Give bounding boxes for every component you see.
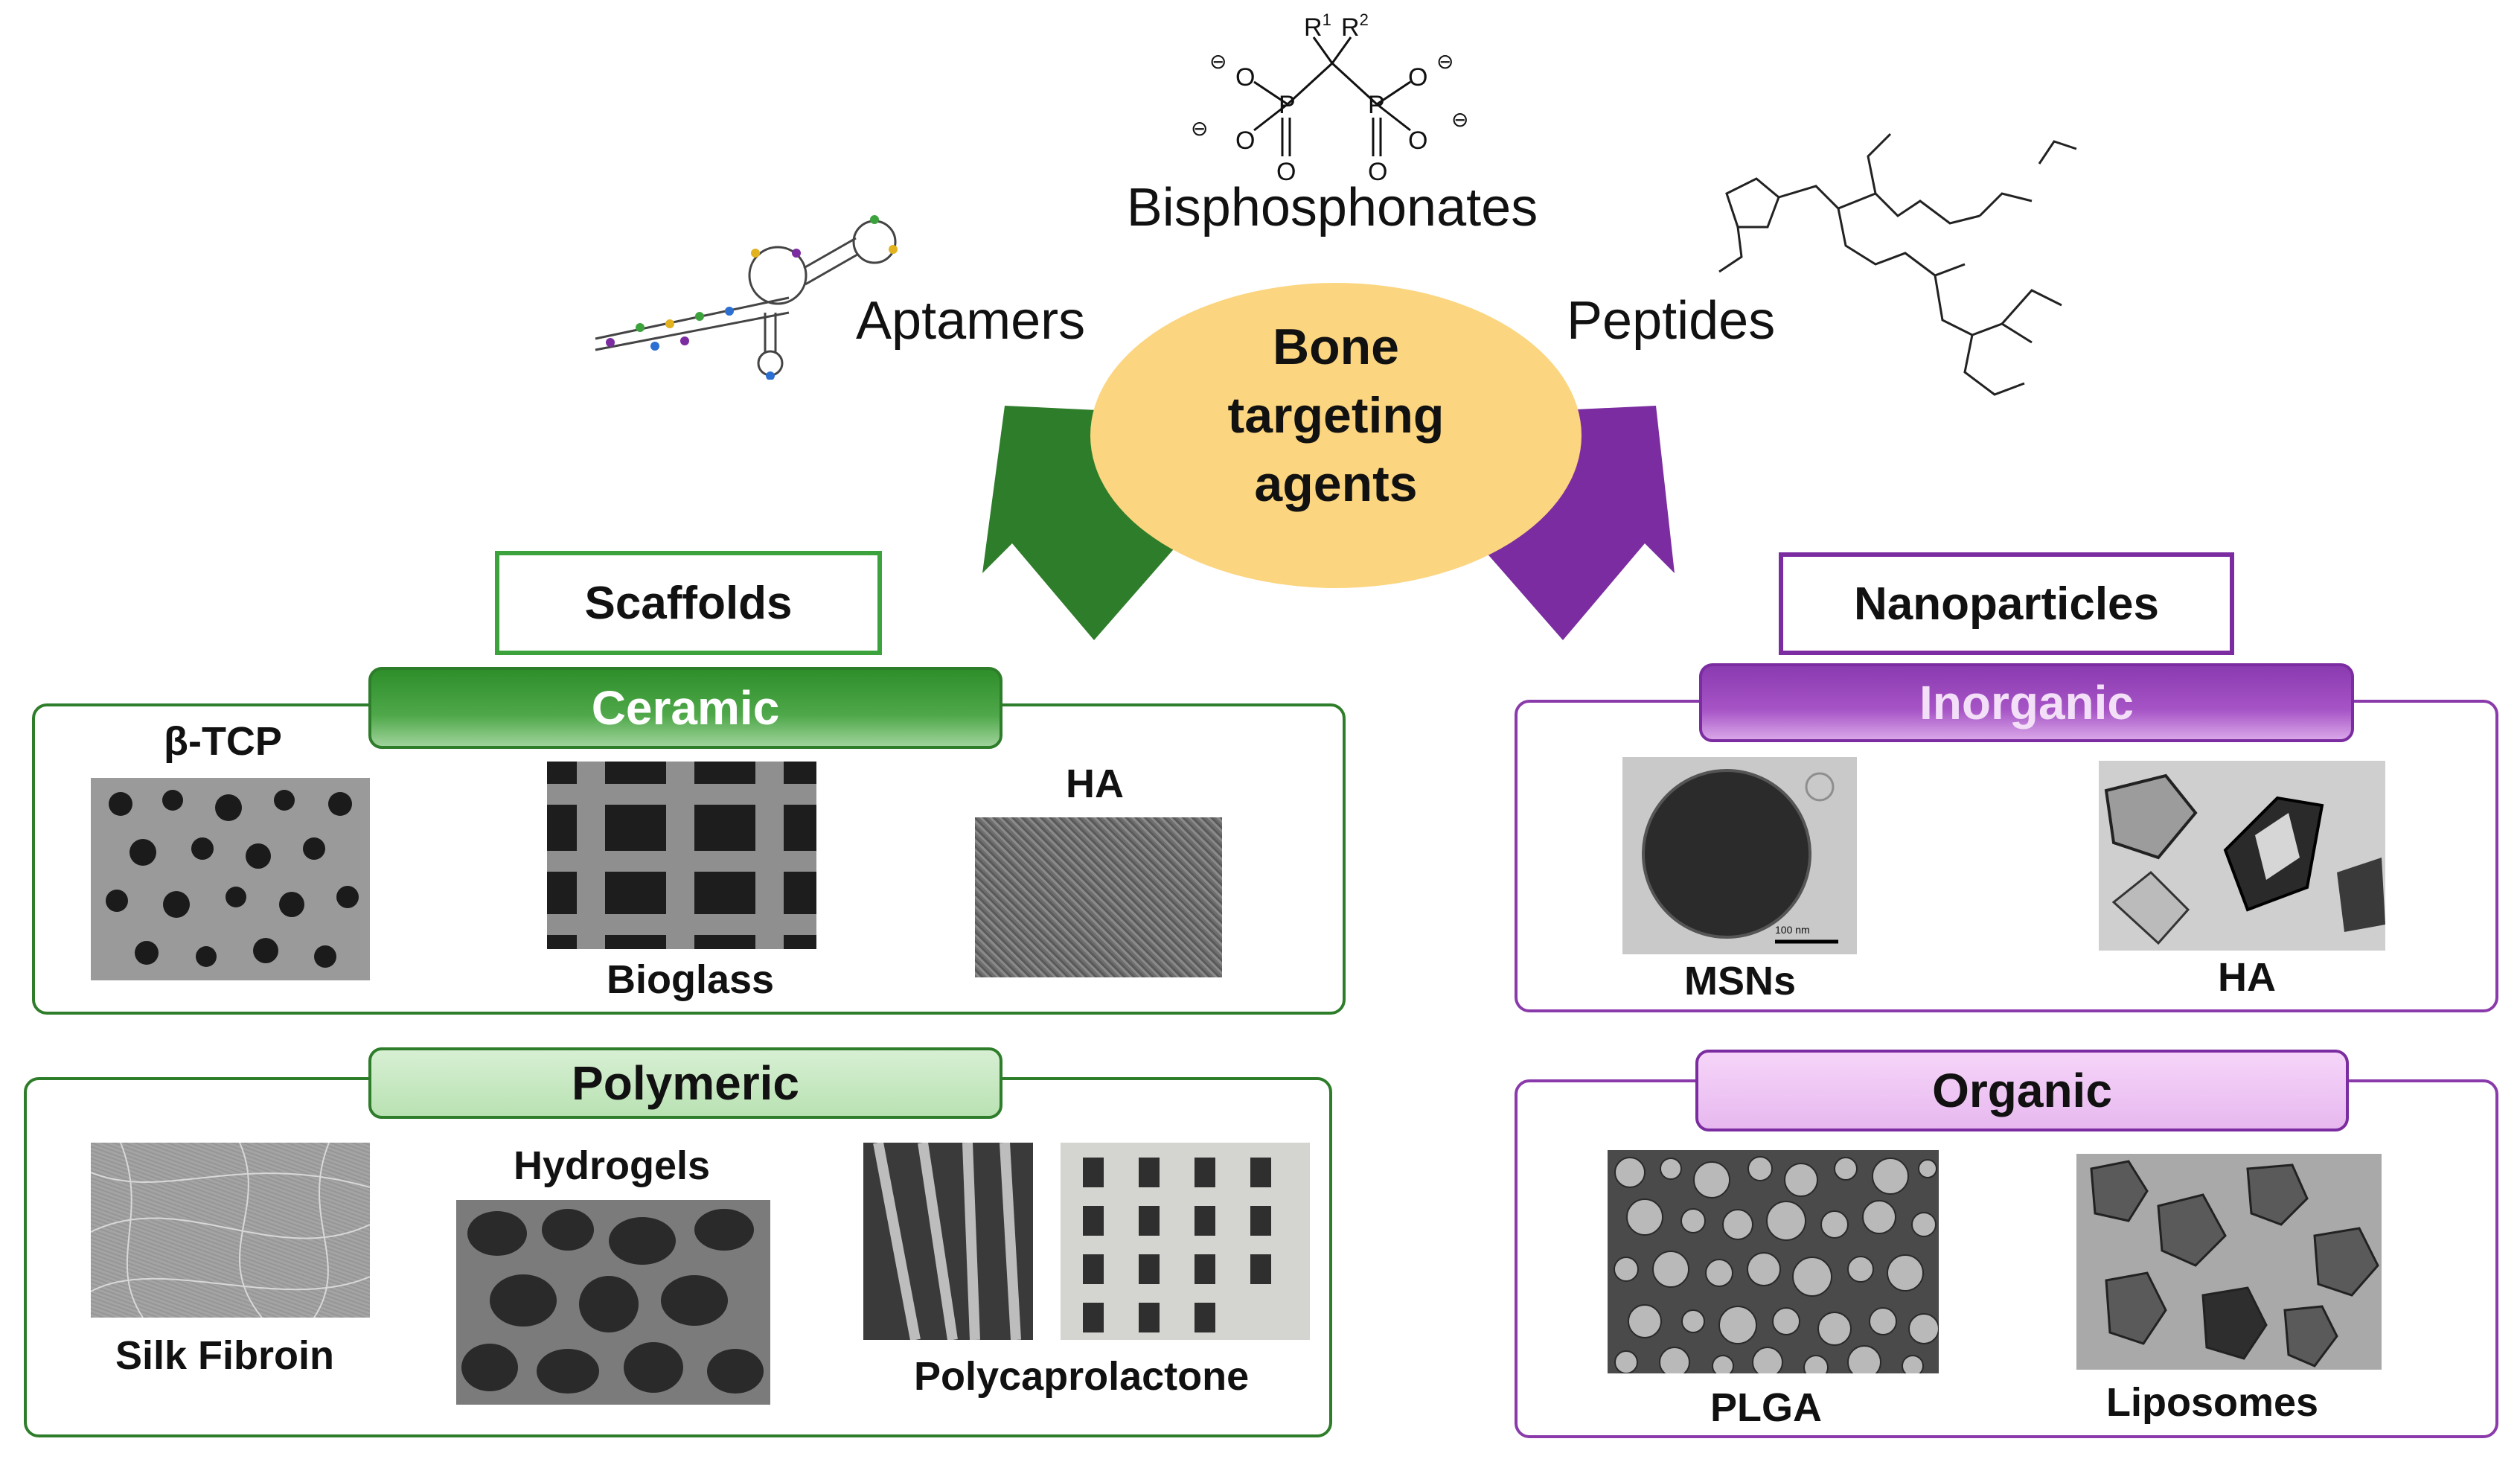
center-ellipse	[1090, 283, 1582, 588]
ceramic-header: Ceramic	[368, 667, 1002, 749]
plga-micrograph	[1608, 1150, 1939, 1373]
hydrogels-micrograph	[456, 1200, 770, 1405]
o-br: O	[1368, 158, 1387, 186]
peptides-label: Peptides	[1567, 291, 1776, 351]
polymeric-header: Polymeric	[368, 1047, 1002, 1119]
center-line-3: agents	[1254, 456, 1418, 512]
scaffolds-category: Scaffolds	[495, 551, 882, 655]
minus-ul: ⊖	[1209, 50, 1227, 73]
ha-nanoparticle-micrograph	[2099, 761, 2385, 951]
beta-tcp-label: β-TCP	[164, 719, 282, 764]
bisphosphonates-label: Bisphosphonates	[1126, 178, 1538, 237]
bioglass-label: Bioglass	[607, 957, 775, 1002]
polycaprolactone-fiber-micrograph	[863, 1143, 1033, 1340]
ha-scaffold-label: HA	[1066, 762, 1124, 806]
inorganic-header: Inorganic	[1699, 663, 2354, 742]
p-right: P	[1368, 91, 1385, 119]
o-ul: O	[1235, 63, 1255, 92]
polycaprolactone-grid-micrograph	[1061, 1143, 1310, 1340]
o-ll: O	[1235, 127, 1255, 155]
organic-header: Organic	[1695, 1050, 2349, 1131]
o-bl: O	[1276, 158, 1296, 186]
hydrogels-label: Hydrogels	[514, 1143, 711, 1188]
peptide-structure	[1718, 133, 2077, 396]
liposomes-micrograph	[2076, 1154, 2382, 1370]
center-text: Bone targeting agents	[1161, 313, 1511, 518]
msn-scale-label: 100 nm	[1775, 924, 1810, 936]
o-lr: O	[1408, 127, 1427, 155]
ha-scaffold-micrograph	[975, 817, 1222, 977]
silk-fibroin-label: Silk Fibroin	[115, 1333, 335, 1378]
beta-tcp-micrograph	[91, 778, 370, 980]
center-line-1: Bone	[1273, 319, 1399, 375]
polycaprolactone-label: Polycaprolactone	[914, 1354, 1250, 1399]
aptamers-label: Aptamers	[856, 291, 1086, 351]
r1-label: R1	[1304, 10, 1331, 42]
bisphosphonate-structure: R1 R2 P P O O O O O O ⊖ ⊖ ⊖ ⊖	[1191, 10, 1468, 186]
ha-nanoparticle-label: HA	[2218, 955, 2276, 1000]
silk-fibroin-micrograph	[91, 1143, 370, 1318]
o-ur: O	[1408, 63, 1427, 92]
plga-label: PLGA	[1710, 1385, 1823, 1430]
liposomes-label: Liposomes	[2106, 1380, 2319, 1425]
msns-label: MSNs	[1684, 959, 1797, 1003]
aptamer-structure	[595, 215, 898, 380]
minus-ll: ⊖	[1191, 117, 1208, 140]
minus-lr: ⊖	[1451, 108, 1468, 131]
r2-label: R2	[1341, 10, 1369, 42]
nanoparticles-category: Nanoparticles	[1779, 552, 2234, 655]
msn-micrograph: 100 nm	[1622, 757, 1857, 954]
minus-ur: ⊖	[1436, 50, 1454, 73]
bioglass-micrograph	[547, 762, 816, 949]
p-left: P	[1279, 91, 1296, 119]
center-line-2: targeting	[1227, 387, 1445, 444]
